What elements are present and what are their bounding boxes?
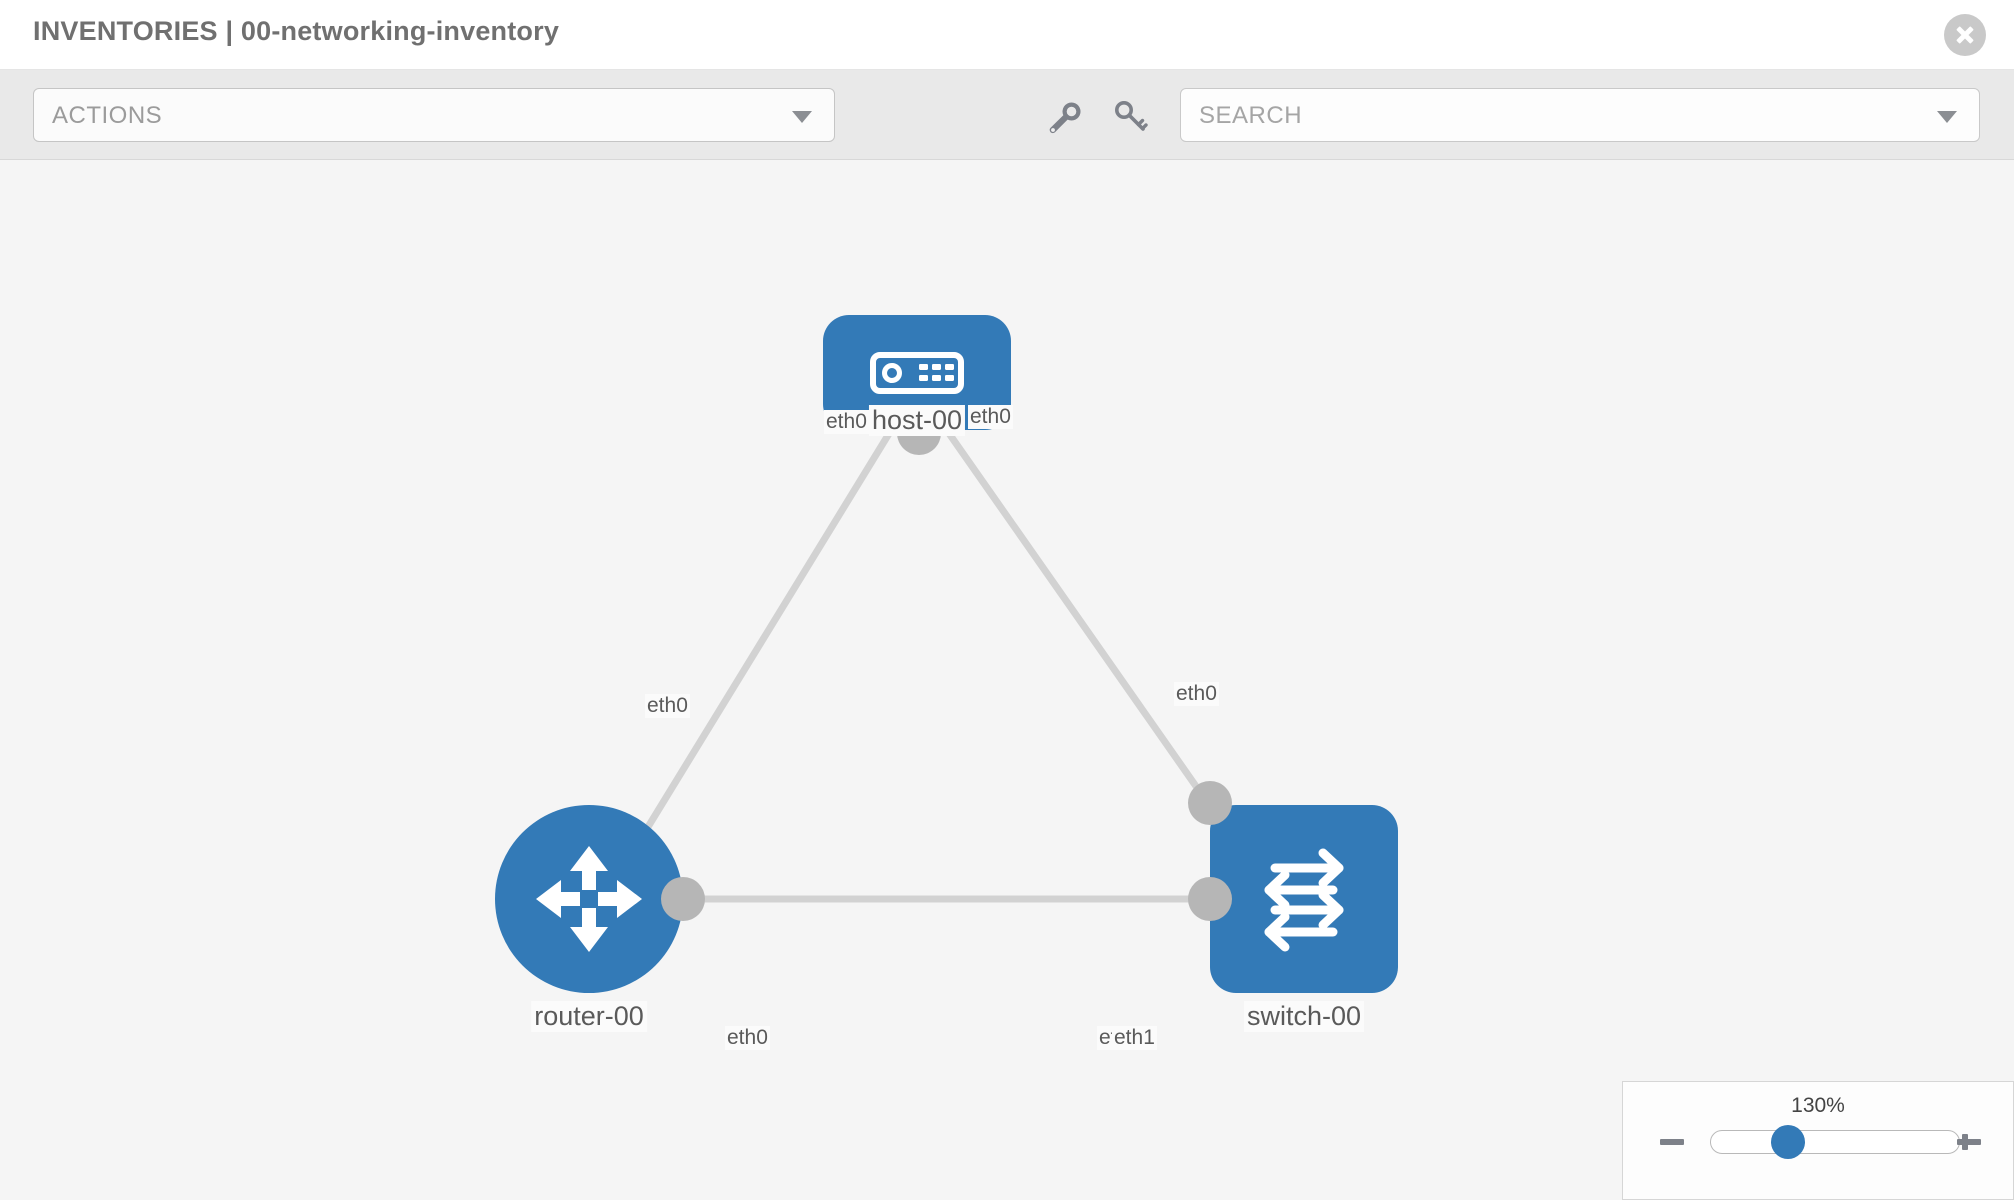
router-node-shape[interactable] [495, 805, 683, 993]
edge-label-host-left: eth0 [824, 410, 869, 434]
chevron-down-icon [792, 111, 812, 123]
topology-links [636, 428, 1232, 903]
zoom-slider-track[interactable] [1710, 1130, 1960, 1154]
topology-canvas[interactable]: host-00 route [0, 160, 2014, 1200]
link-host-router [636, 428, 894, 844]
page-header: INVENTORIES | 00-networking-inventory [0, 0, 2014, 70]
minus-icon[interactable] [1656, 1126, 1688, 1158]
port-switch-left [1188, 877, 1232, 921]
edge-label-router-up: eth0 [645, 694, 690, 718]
chevron-down-icon[interactable] [1937, 111, 1957, 123]
switch-node-shape[interactable] [1210, 805, 1398, 993]
node-label-router-00: router-00 [531, 1001, 647, 1032]
close-icon[interactable] [1944, 14, 1986, 56]
search-placeholder: SEARCH [1199, 102, 1303, 129]
node-label-switch-00: switch-00 [1243, 1001, 1365, 1032]
actions-dropdown[interactable]: ACTIONS [33, 88, 835, 142]
wrench-icon[interactable] [1043, 96, 1083, 136]
zoom-control-panel: 130% [1622, 1081, 2014, 1200]
page-title: INVENTORIES | 00-networking-inventory [33, 16, 560, 46]
search-input[interactable]: SEARCH [1180, 88, 1980, 142]
server-appliance-icon [870, 351, 964, 394]
key-icon[interactable] [1110, 96, 1150, 136]
link-host-switch [944, 428, 1232, 836]
topology-node-switch-00[interactable]: switch-00 [1188, 781, 1398, 1032]
edge-label-switch-up: eth0 [1174, 682, 1219, 706]
actions-dropdown-label: ACTIONS [52, 102, 163, 129]
switch-arrows-icon [1264, 848, 1344, 952]
edge-label-router-right: eth0 [725, 1026, 770, 1050]
port-router-right [661, 877, 705, 921]
port-switch-top-left [1188, 781, 1232, 825]
toolbar: ACTIONS SEARCH [0, 70, 2014, 160]
zoom-slider-thumb[interactable] [1771, 1125, 1805, 1159]
plus-icon[interactable] [1953, 1126, 1985, 1158]
edge-label-host-right: eth0 [968, 405, 1013, 429]
zoom-level-label: 130% [1791, 1094, 1845, 1117]
router-arrows-icon [536, 846, 642, 952]
node-label-host-00: host-00 [868, 405, 966, 436]
edge-label-switch-left-b: eth1 [1112, 1026, 1157, 1050]
topology-node-router-00[interactable]: router-00 [495, 805, 705, 1032]
